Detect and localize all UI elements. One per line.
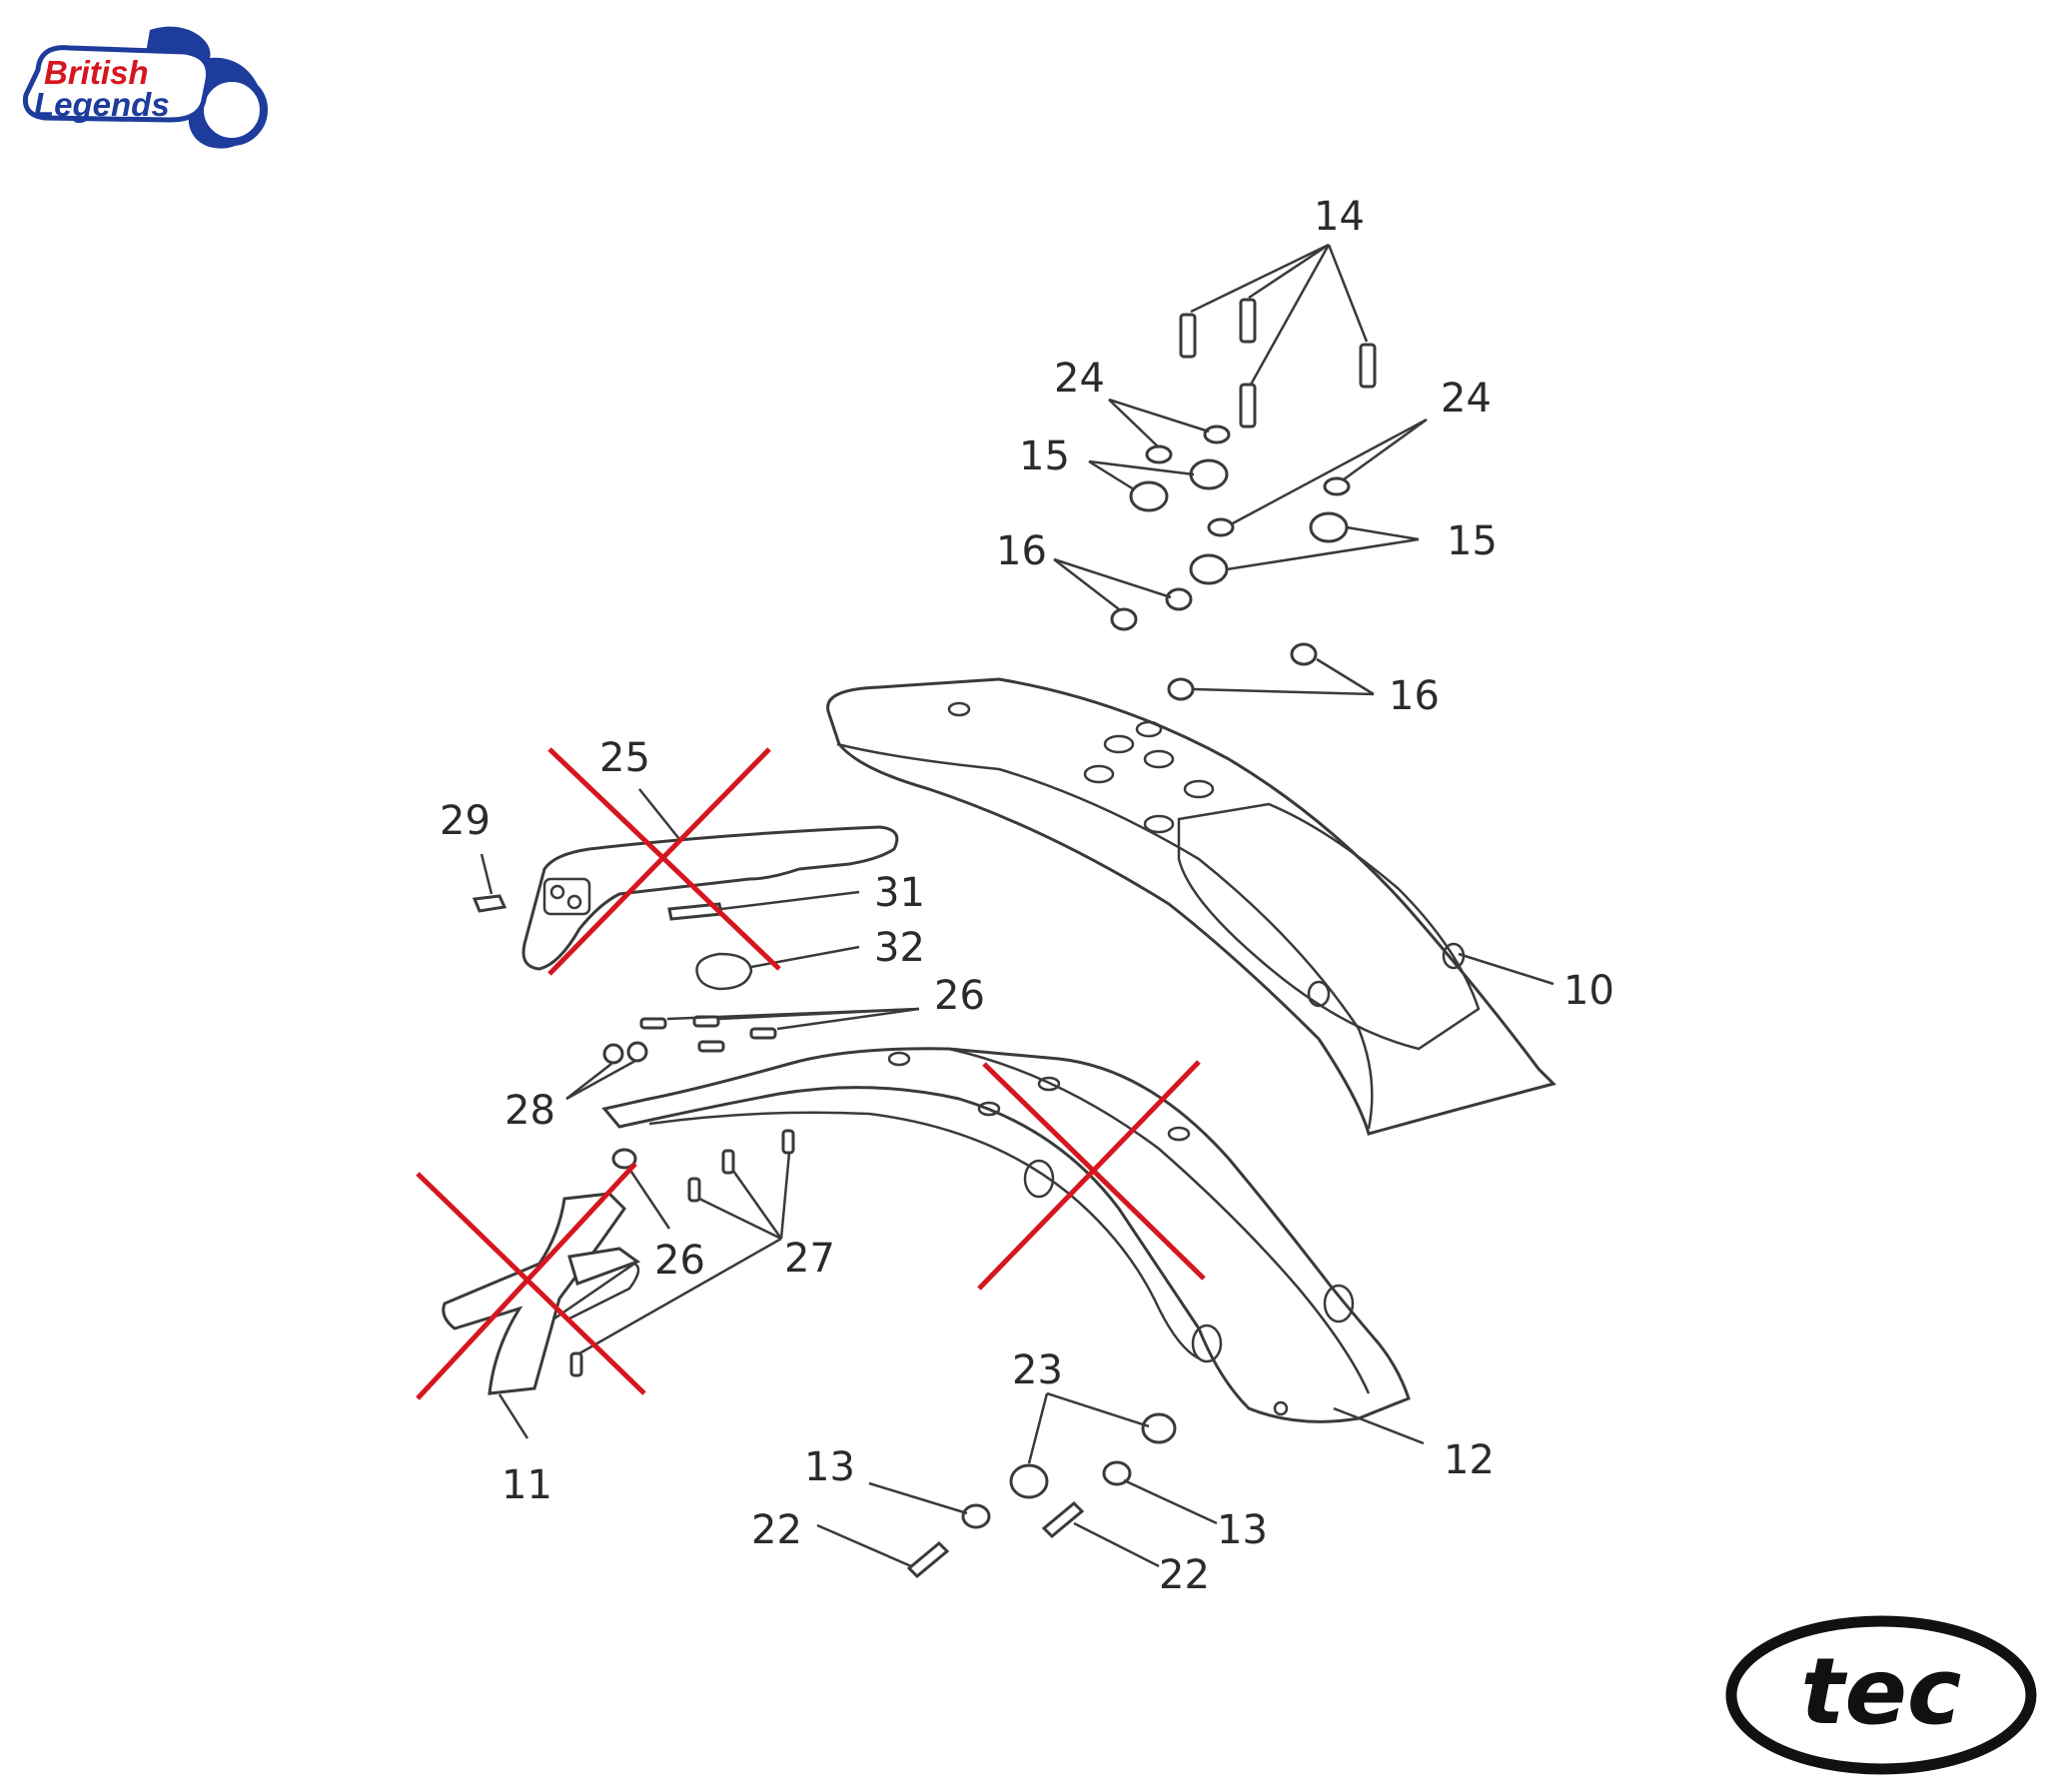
screws-27 xyxy=(569,1129,795,1377)
bolts-14 xyxy=(1179,298,1377,429)
bolts-13 xyxy=(961,1460,1132,1529)
label-24a: 24 xyxy=(1054,356,1105,402)
logo-line1: British xyxy=(44,54,149,91)
crossed-out-marks xyxy=(416,747,1206,1400)
label-11: 11 xyxy=(502,1462,552,1508)
label-26b: 26 xyxy=(654,1238,705,1284)
label-22b: 22 xyxy=(1159,1552,1210,1598)
leader-lines xyxy=(480,243,1554,1568)
rear-mudguard-10 xyxy=(826,677,1556,1136)
nut-26-lower xyxy=(611,1148,637,1170)
label-23: 23 xyxy=(1012,1347,1063,1393)
logo-line2: Legends xyxy=(34,86,170,123)
part-labels: 14 24 24 15 15 16 16 25 29 31 32 10 26 2… xyxy=(440,194,1614,1598)
tec-logo: tec xyxy=(1725,1615,2037,1775)
wheel-icon xyxy=(196,74,268,146)
nuts-16 xyxy=(1110,587,1318,701)
label-13b: 13 xyxy=(1217,1507,1268,1553)
cross-out-25 xyxy=(547,747,781,976)
label-12: 12 xyxy=(1444,1437,1495,1483)
cross-out-12 xyxy=(977,1060,1206,1291)
nuts-28 xyxy=(602,1041,648,1065)
british-legends-logo: British Legends xyxy=(22,26,268,149)
label-15b: 15 xyxy=(1447,518,1498,564)
spacers-23 xyxy=(1009,1412,1177,1499)
screws-26 xyxy=(639,1015,777,1053)
label-28: 28 xyxy=(505,1088,555,1134)
label-16b: 16 xyxy=(1389,673,1440,719)
bracket-25 xyxy=(521,825,899,971)
inner-mudguard-12 xyxy=(601,1047,1411,1423)
cross-out-11 xyxy=(416,1162,646,1400)
label-10: 10 xyxy=(1563,968,1614,1014)
plate-bracket-11 xyxy=(442,1192,641,1395)
label-13a: 13 xyxy=(804,1444,855,1490)
label-32: 32 xyxy=(874,925,925,971)
grommets-15 xyxy=(1129,458,1349,585)
tec-logo-text: tec xyxy=(1801,1638,1962,1745)
label-14: 14 xyxy=(1314,194,1365,240)
label-15a: 15 xyxy=(1019,434,1070,479)
label-25: 25 xyxy=(599,735,650,781)
label-27: 27 xyxy=(784,1236,835,1282)
label-26a: 26 xyxy=(934,973,985,1019)
ring-32 xyxy=(695,952,753,991)
label-29: 29 xyxy=(440,798,491,844)
label-16a: 16 xyxy=(996,528,1047,574)
label-31: 31 xyxy=(874,870,925,916)
label-22a: 22 xyxy=(751,1507,802,1553)
label-24b: 24 xyxy=(1441,376,1492,422)
bolts-22 xyxy=(906,1500,1085,1579)
clip-29 xyxy=(472,894,508,913)
